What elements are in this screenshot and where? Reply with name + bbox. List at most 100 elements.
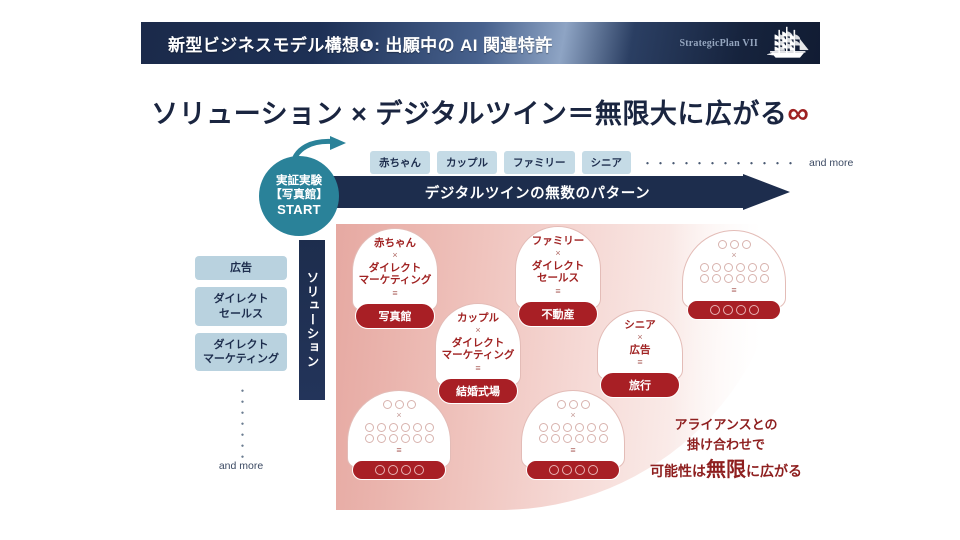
- solution-tag-dots: ・・・・・・・: [235, 385, 248, 463]
- placeholder-row-result: [353, 464, 445, 475]
- bubble-equals: ≡: [637, 357, 643, 368]
- solution-tag-advertising[interactable]: 広告: [195, 256, 287, 281]
- placeholder-dot: [759, 262, 769, 272]
- segment-tag-family[interactable]: ファミリー: [504, 151, 575, 174]
- segment-tag-baby[interactable]: 赤ちゃん: [370, 151, 430, 174]
- placeholder-dot: [717, 240, 727, 249]
- bubble-operator: ×: [555, 247, 561, 258]
- placeholder-row-result: [688, 304, 780, 315]
- placeholder-dot: [729, 240, 739, 249]
- combination-bubble-family[interactable]: ファミリー × ダイレクト セールス ≡ 不動産: [515, 226, 601, 328]
- placeholder-dot: [424, 433, 434, 443]
- placeholder-row-segment: [382, 400, 416, 409]
- bubble-solution-line2: セールス: [537, 272, 579, 285]
- placeholder-dot: [388, 433, 398, 443]
- placeholder-row-solution-1: [364, 422, 434, 432]
- solution-tag-direct-sales[interactable]: ダイレクト セールス: [195, 287, 287, 326]
- placeholder-dot: [400, 422, 410, 432]
- combination-bubble-senior[interactable]: シニア × 広告 ≡ 旅行: [597, 310, 683, 399]
- placeholder-row-result: [527, 464, 619, 475]
- placeholder-dot: [711, 262, 721, 272]
- placeholder-dot: [723, 262, 733, 272]
- placeholder-dome: × ≡: [347, 390, 451, 468]
- start-badge[interactable]: 実証実験 【写真館】 START: [259, 156, 339, 236]
- bubble-segment: ファミリー: [531, 235, 585, 247]
- placeholder-row-segment: [556, 400, 590, 409]
- placeholder-dot: [722, 304, 733, 315]
- bubble-result-pill: 結婚式場: [438, 378, 518, 405]
- bubble-result-pill: [352, 459, 446, 480]
- combination-bubble-baby-dome: 赤ちゃん × ダイレクト マーケティング ≡: [352, 228, 438, 312]
- placeholder-dot: [699, 273, 709, 283]
- placeholder-dot: [709, 304, 720, 315]
- placeholder-dot: [735, 273, 745, 283]
- placeholder-dome: × ≡: [521, 390, 625, 468]
- bubble-solution-line2: マーケティング: [441, 349, 515, 362]
- placeholder-dot: [412, 433, 422, 443]
- placeholder-dot: [699, 262, 709, 272]
- bubble-segment: シニア: [624, 319, 656, 331]
- placeholder-dot: [413, 464, 424, 475]
- digital-twin-arrow: デジタルツインの無数のパターン: [330, 174, 792, 210]
- placeholder-dot: [376, 433, 386, 443]
- combination-bubble-baby[interactable]: 赤ちゃん × ダイレクト マーケティング ≡ 写真館: [352, 228, 438, 330]
- solution-tag-more: and more: [218, 460, 264, 473]
- alliance-message-emphasis: 無限: [706, 459, 746, 482]
- combination-bubble-placeholder-1[interactable]: × ≡: [682, 230, 786, 320]
- main-title-text: ソリューション × デジタルツイン＝無限大に広がる: [151, 99, 788, 129]
- bubble-operator: ×: [396, 410, 402, 420]
- placeholder-dot: [587, 464, 598, 475]
- bubble-segment: カップル: [457, 312, 499, 324]
- placeholder-dot: [598, 433, 608, 443]
- solution-tag-direct-sales-line1: ダイレクト: [213, 293, 269, 306]
- placeholder-dot: [574, 433, 584, 443]
- placeholder-dot: [376, 422, 386, 432]
- solution-axis-label: ソリューション: [304, 271, 319, 369]
- placeholder-row-solution-2: [699, 273, 769, 283]
- placeholder-dot: [382, 400, 392, 409]
- bubble-operator: ×: [637, 331, 643, 342]
- placeholder-dot: [574, 422, 584, 432]
- placeholder-dot: [574, 464, 585, 475]
- infinity-symbol: ∞: [787, 97, 809, 130]
- segment-tag-couple[interactable]: カップル: [437, 151, 497, 174]
- bubble-result-pill: [526, 459, 620, 480]
- bubble-result-pill: 旅行: [600, 372, 680, 399]
- alliance-message-line3-b: に広がる: [746, 463, 802, 480]
- placeholder-dot: [747, 273, 757, 283]
- brand-name: StrategicPlan VII: [679, 37, 758, 49]
- placeholder-dot: [400, 464, 411, 475]
- solution-tag-direct-marketing-line2: マーケティング: [202, 353, 280, 366]
- bubble-equals: ≡: [396, 444, 402, 455]
- placeholder-dot: [580, 400, 590, 409]
- bubble-operator: ×: [392, 249, 398, 260]
- combination-bubble-couple[interactable]: カップル × ダイレクト マーケティング ≡ 結婚式場: [435, 303, 521, 405]
- placeholder-dot: [759, 273, 769, 283]
- bubble-solution-line1: ダイレクト: [368, 261, 422, 274]
- placeholder-dot: [364, 433, 374, 443]
- placeholder-dot: [548, 464, 559, 475]
- main-title: ソリューション × デジタルツイン＝無限大に広がる∞: [0, 92, 960, 131]
- placeholder-dot: [550, 422, 560, 432]
- digital-twin-arrow-label: デジタルツインの無数のパターン: [424, 185, 651, 202]
- page-title: 新型ビジネスモデル構想❶: 出願中の AI 関連特許: [168, 35, 553, 55]
- bubble-result-pill: 写真館: [355, 303, 435, 330]
- placeholder-dot: [562, 433, 572, 443]
- combination-bubble-placeholder-3[interactable]: × ≡: [521, 390, 625, 480]
- alliance-message-line3: 可能性は無限に広がる: [636, 455, 816, 486]
- placeholder-row-segment: [717, 240, 751, 249]
- placeholder-row-solution-2: [538, 433, 608, 443]
- start-badge-line1: 実証実験: [276, 175, 322, 188]
- bubble-solution-line1: 広告: [629, 343, 651, 356]
- placeholder-dot: [538, 433, 548, 443]
- placeholder-dot: [747, 262, 757, 272]
- solution-tag-list: 広告 ダイレクト セールス ダイレクト マーケティング ・・・・・・・ and …: [195, 256, 287, 472]
- combination-bubble-placeholder-2[interactable]: × ≡: [347, 390, 451, 480]
- segment-tag-senior[interactable]: シニア: [581, 151, 631, 174]
- placeholder-dot: [741, 240, 751, 249]
- start-badge-line3: START: [277, 202, 321, 218]
- bubble-solution-line2: マーケティング: [358, 274, 432, 287]
- start-badge-line2: 【写真館】: [270, 189, 328, 202]
- solution-tag-direct-marketing[interactable]: ダイレクト マーケティング: [195, 332, 287, 372]
